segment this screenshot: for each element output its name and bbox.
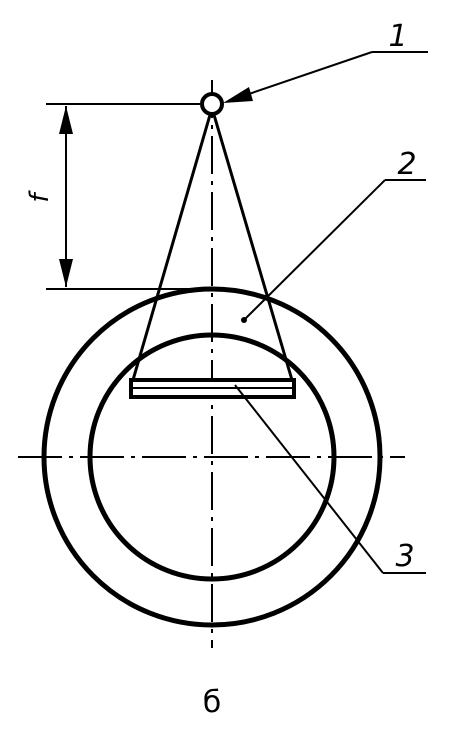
- leader-1-line: [239, 51, 373, 98]
- beam-right-edge: [210, 107, 294, 381]
- leader-2-dot: [241, 317, 247, 323]
- figure-caption: б: [203, 685, 222, 720]
- radiation-source: [200, 92, 224, 116]
- dim-arrow-top: [59, 106, 73, 134]
- leader-2-line: [243, 179, 386, 321]
- beam-left-edge: [131, 107, 214, 381]
- label-3: 3: [395, 539, 414, 574]
- pipe-inner-wall: [87, 332, 337, 582]
- leader-1-arrow: [223, 87, 253, 103]
- dim-arrow-bottom: [59, 259, 73, 287]
- focal-distance-label: f: [25, 190, 55, 203]
- label-1: 1: [388, 19, 407, 54]
- label-2: 2: [397, 147, 416, 182]
- leader-3-line: [234, 384, 384, 574]
